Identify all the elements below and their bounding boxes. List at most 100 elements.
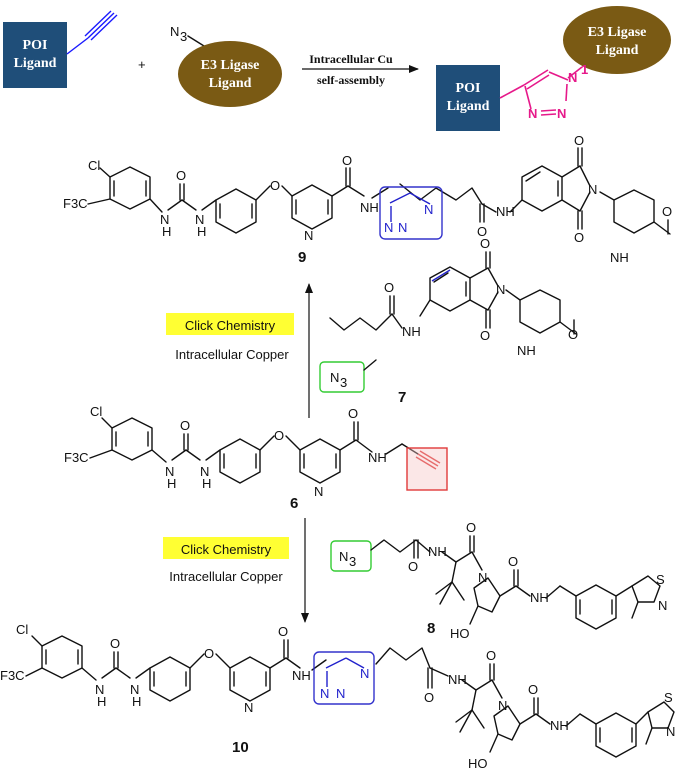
lower-click-highlight: [163, 537, 289, 559]
c8-nh-2: NH: [530, 590, 549, 605]
upper-click-sublabel: Intracellular Copper: [175, 347, 289, 362]
reaction-arrow-top: Intracellular Cu: [309, 52, 393, 66]
c10-nh-amide: NH: [292, 668, 311, 683]
upper-click-label: Click Chemistry: [185, 318, 276, 333]
svg-text:3: 3: [349, 554, 356, 569]
svg-text:N: N: [330, 370, 339, 385]
compound-9-label: 9: [298, 249, 306, 266]
c6-nh-1: N: [165, 464, 174, 479]
c6-pyridine-n: N: [314, 484, 323, 499]
c10-h-2: H: [132, 694, 141, 709]
compound-10: Cl F3C: [0, 622, 675, 771]
c9-o-phthal-1: O: [574, 133, 584, 148]
c9-triazole-n3: N: [384, 220, 393, 235]
c10-ho: HO: [468, 756, 488, 771]
c8-nh: NH: [428, 544, 447, 559]
lower-click-arrow: Click Chemistry Intracellular Copper: [163, 518, 309, 623]
compound-8: N 3: [330, 520, 667, 641]
c9-nh-linker: NH: [496, 204, 515, 219]
pink-n3: N: [528, 106, 537, 121]
c9-nh-2: N: [195, 212, 204, 227]
lower-click-sublabel: Intracellular Copper: [169, 569, 283, 584]
c9-h-1: H: [162, 224, 171, 239]
c10-triazole-n2: N: [336, 686, 345, 701]
c9-cl: Cl: [88, 158, 100, 173]
c10-o-ether: O: [204, 646, 214, 661]
c9-nh-glut: NH: [610, 250, 629, 265]
c7-o-amide: O: [384, 280, 394, 295]
c8-n-thiazole: N: [658, 598, 667, 613]
poi-box: [3, 22, 67, 88]
c8-ho: HO: [450, 626, 470, 641]
c10-cl: Cl: [16, 622, 28, 637]
top-scheme: POI Ligand + N 3 E3 Ligase Ligand Intrac…: [3, 6, 671, 131]
e3-oval: [178, 41, 282, 107]
pink-n1-locant: 1: [581, 62, 588, 77]
c7-nh-amide: NH: [402, 324, 421, 339]
c8-azide-box: [330, 540, 372, 572]
c10-o-amide: O: [278, 624, 288, 639]
c10-o-3: O: [528, 682, 538, 697]
product-poi-label-1: POI: [456, 81, 481, 96]
c9-triazole-n2: N: [398, 220, 407, 235]
c9-o-amide: O: [342, 153, 352, 168]
c8-o-2: O: [466, 520, 476, 535]
c8-o-3: O: [508, 554, 518, 569]
compound-6-label: 6: [290, 495, 298, 512]
e3-oval-label-2: Ligand: [209, 76, 252, 91]
c6-o-ether: O: [274, 428, 284, 443]
c9-o-ether: O: [270, 178, 280, 193]
compound-6: Cl F3C: [64, 404, 448, 512]
c10-nh-4: NH: [550, 718, 569, 733]
c9-nh-1: N: [160, 212, 169, 227]
svg-text:N: N: [339, 549, 348, 564]
c7-o-glut: O: [568, 327, 578, 342]
c8-n-pro: N: [478, 570, 487, 585]
c10-s: S: [664, 690, 673, 705]
c7-azide-box: [319, 361, 365, 393]
c10-triazole-n3: N: [320, 686, 329, 701]
c9-triazole-n1: N: [424, 202, 433, 217]
c10-pyridine-n: N: [244, 700, 253, 715]
c6-cf3: F3C: [64, 450, 89, 465]
svg-text:N: N: [170, 24, 179, 39]
product-e3-label-2: Ligand: [596, 43, 639, 58]
c9-o-linker: O: [477, 224, 487, 239]
c6-h-1: H: [167, 476, 176, 491]
lower-click-label: Click Chemistry: [181, 542, 272, 557]
c8-s: S: [656, 572, 665, 587]
azide-linker: [187, 35, 205, 47]
c8-o-1: O: [408, 559, 418, 574]
c9-pyridine-n: N: [304, 228, 313, 243]
c10-n-pro: N: [498, 698, 507, 713]
product-poi-label-2: Ligand: [447, 99, 490, 114]
c7-azide: N 3: [330, 370, 347, 390]
plus-sign: +: [138, 57, 146, 72]
c7-o-1: O: [480, 236, 490, 251]
c6-o-amide: O: [348, 406, 358, 421]
c6-cl: Cl: [90, 404, 102, 419]
c9-nh-amide: NH: [360, 200, 379, 215]
c6-nh-2: N: [200, 464, 209, 479]
svg-text:3: 3: [340, 375, 347, 390]
pink-triazole: [499, 66, 583, 116]
upper-click-highlight: [166, 313, 294, 335]
c9-cf3: F3C: [63, 196, 88, 211]
reaction-arrow-bottom: self-assembly: [317, 73, 385, 87]
poi-box-label-1: POI: [23, 38, 48, 53]
c10-nh-2: N: [130, 682, 139, 697]
c10-nh-1: N: [95, 682, 104, 697]
compound-7-label: 7: [398, 389, 406, 406]
c8-azide: N 3: [339, 549, 356, 569]
c6-o-urea: O: [180, 418, 190, 433]
compound-10-label: 10: [232, 739, 249, 756]
c9-triazole-box: [379, 186, 443, 240]
product-poi-box: [436, 65, 500, 131]
c10-o-urea: O: [110, 636, 120, 651]
c7-nh-glut: NH: [517, 343, 536, 358]
c9-o-urea: O: [176, 168, 186, 183]
c6-h-2: H: [202, 476, 211, 491]
c10-triazole-box: [313, 651, 375, 705]
e3-oval-label-1: E3 Ligase: [201, 58, 260, 73]
